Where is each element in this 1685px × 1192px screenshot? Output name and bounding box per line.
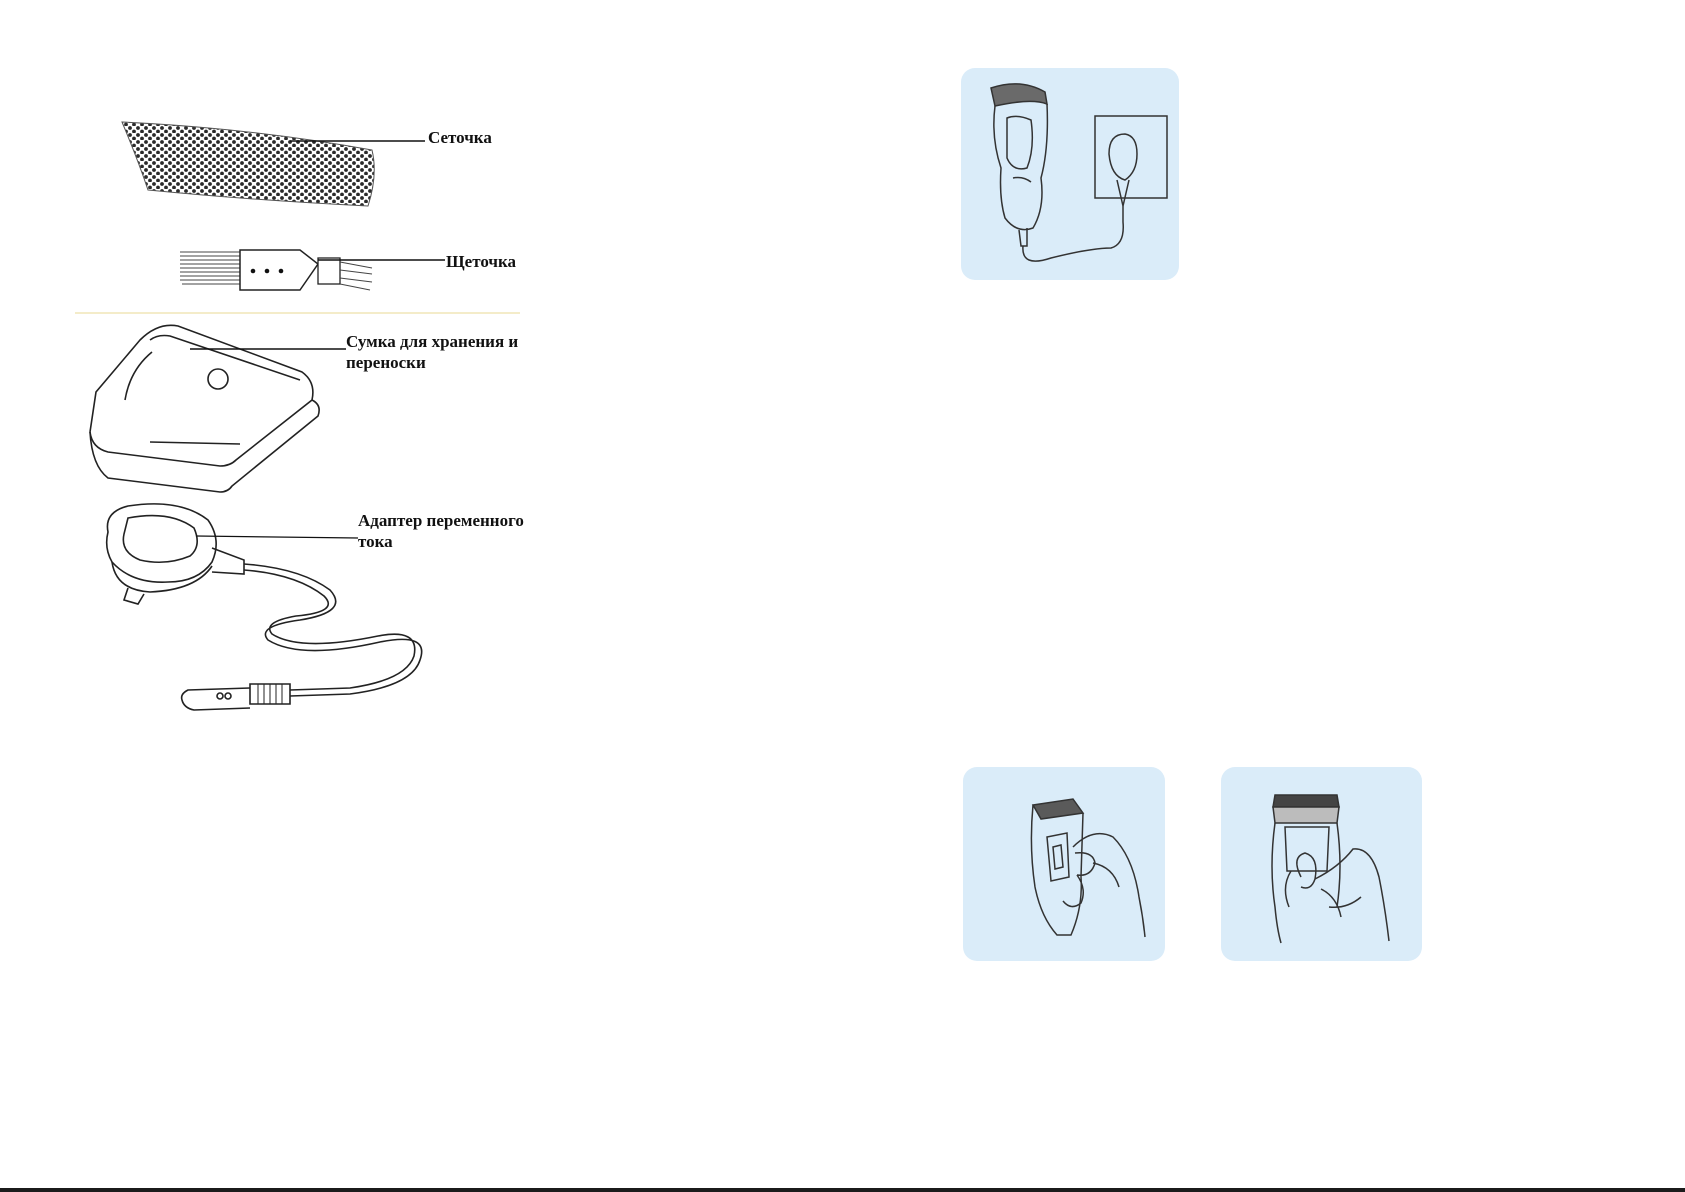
- foil-illustration-icon: [122, 122, 425, 206]
- foil-cleaning-icon: [1221, 767, 1422, 961]
- charging-panel: [961, 68, 1179, 280]
- foil-label: Сеточка: [428, 127, 492, 148]
- pouch-illustration-icon: [90, 325, 346, 492]
- brush-illustration-icon: [180, 250, 445, 290]
- foil-cleaning-panel: [1221, 767, 1422, 961]
- pouch-label: Сумка для хранения и переноски: [346, 331, 518, 373]
- foil-removal-panel: [963, 767, 1165, 961]
- page-bottom-rule: [0, 1188, 1685, 1192]
- shaver-charging-icon: [961, 68, 1179, 280]
- brush-label: Щеточка: [446, 251, 516, 272]
- foil-removal-icon: [963, 767, 1165, 961]
- adapter-label: Адаптер переменного тока: [358, 510, 524, 552]
